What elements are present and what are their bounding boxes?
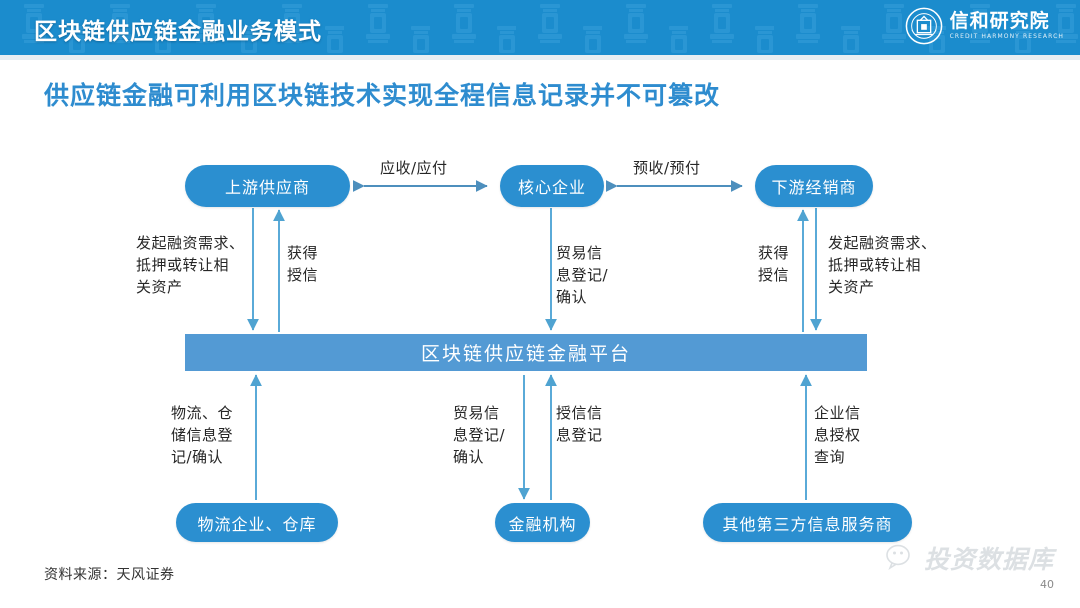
- node-blockchain-platform[interactable]: 区块链供应链金融平台: [185, 334, 867, 371]
- logo-english-name: CREDIT HARMONY RESEARCH: [949, 33, 1064, 40]
- node-downstream-distributor[interactable]: 下游经销商: [755, 165, 873, 207]
- header-underline: [0, 55, 1080, 60]
- label-downstream-obtain-credit: 获得 授信: [758, 244, 790, 284]
- section-subtitle: 供应链金融可利用区块链技术实现全程信息记录并不可篡改: [44, 81, 721, 110]
- header-watermark-pattern: [0, 0, 1080, 55]
- node-financial-institution[interactable]: 金融机构: [495, 503, 590, 542]
- watermark-text: 投资数据库: [923, 545, 1054, 574]
- label-credit-info-registration: 授信信 息登记: [556, 404, 603, 444]
- node-third-party-service[interactable]: 其他第三方信息服务商: [703, 503, 912, 542]
- logo-chinese-name: 信和研究院: [949, 10, 1050, 32]
- page-number: 40: [1040, 578, 1054, 591]
- page-title: 区块链供应链金融业务模式: [34, 19, 322, 45]
- label-enterprise-info-authorization: 企业信 息授权 查询: [814, 404, 861, 466]
- label-upstream-financing-request: 发起融资需求、 抵押或转让相 关资产: [136, 234, 245, 296]
- page-header: 区块链供应链金融业务模式 信和研究院 CREDIT HARMONY RESEAR…: [0, 0, 1080, 55]
- node-upstream-supplier[interactable]: 上游供应商: [185, 165, 350, 207]
- label-prepaid-advance: 预收/预付: [633, 159, 701, 177]
- node-logistics-warehouse[interactable]: 物流企业、仓库: [176, 503, 338, 542]
- label-downstream-financing-request: 发起融资需求、 抵押或转让相 关资产: [828, 234, 937, 296]
- brand-logo: 信和研究院 CREDIT HARMONY RESEARCH: [905, 7, 1064, 45]
- wechat-icon: [886, 544, 910, 570]
- label-upstream-obtain-credit: 获得 授信: [287, 244, 319, 284]
- node-core-enterprise[interactable]: 核心企业: [500, 165, 604, 207]
- label-financial-trade-info: 贸易信 息登记/ 确认: [453, 404, 506, 466]
- label-receivable-payable: 应收/应付: [380, 159, 448, 177]
- source-note: 资料来源：天风证券: [44, 567, 175, 583]
- circular-seal-icon: [905, 7, 942, 45]
- label-core-trade-info-registration: 贸易信 息登记/ 确认: [556, 244, 609, 306]
- watermark: 投资数据库: [886, 540, 1054, 576]
- label-logistics-warehouse-info: 物流、仓 储信息登 记/确认: [171, 404, 234, 466]
